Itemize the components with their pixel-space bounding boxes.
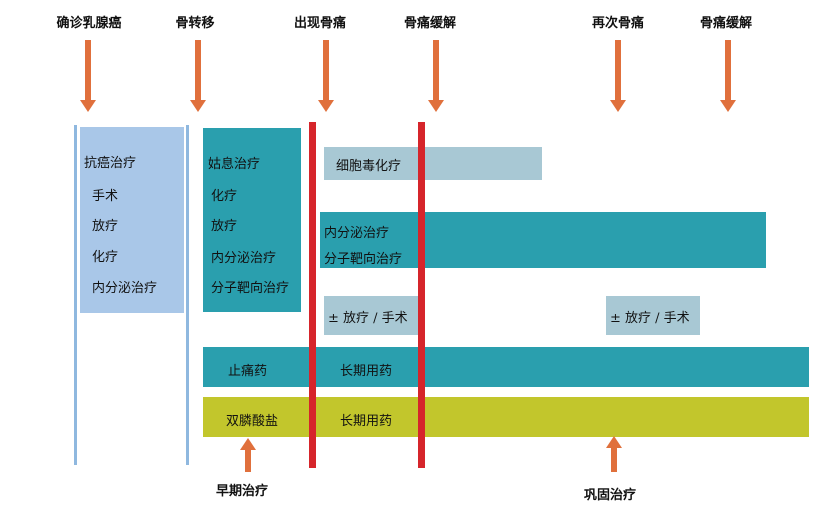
anticancer-panel [80, 127, 184, 313]
event-relief: 骨痛缓解 [403, 16, 456, 31]
endocrine-label: 内分泌治疗 [324, 226, 390, 241]
pain-relief-marker [418, 122, 425, 468]
pain-onset-marker [309, 122, 316, 468]
down-arrow-icon [80, 40, 96, 112]
cytotoxic-bar [324, 147, 542, 180]
palliative-item: 内分泌治疗 [211, 251, 277, 266]
anticancer-item: 手术 [92, 189, 119, 204]
event-metastasis: 骨转移 [175, 16, 215, 31]
palliative-item: 放疗 [211, 219, 238, 234]
bisphosphonate-long-label: 长期用药 [340, 414, 393, 429]
consolidation-treatment-label: 巩固治疗 [584, 488, 637, 503]
radio-surgery-label: ± 放疗 / 手术 [328, 311, 408, 326]
analgesic-bar [203, 347, 809, 387]
radio-surgery-box [324, 296, 418, 335]
palliative-title: 姑息治疗 [208, 157, 261, 172]
radio-surgery-label-2: ± 放疗 / 手术 [610, 311, 690, 326]
timeline-divider [74, 125, 77, 465]
down-arrow-icon [720, 40, 736, 112]
analgesic-long-label: 长期用药 [340, 364, 393, 379]
anticancer-item: 内分泌治疗 [92, 281, 158, 296]
analgesic-label: 止痛药 [228, 364, 268, 379]
down-arrow-icon [318, 40, 334, 112]
palliative-panel [203, 128, 301, 312]
bisphosphonate-bar [203, 397, 809, 437]
up-arrow-icon [606, 436, 622, 472]
timeline-divider [186, 125, 189, 465]
down-arrow-icon [428, 40, 444, 112]
palliative-item: 分子靶向治疗 [211, 281, 290, 296]
down-arrow-icon [190, 40, 206, 112]
radio-surgery-box-2 [606, 296, 700, 335]
anticancer-title: 抗癌治疗 [84, 156, 137, 171]
event-diagnosis: 确诊乳腺癌 [56, 16, 122, 31]
bisphosphonate-label: 双膦酸盐 [226, 414, 279, 429]
event-relief2: 骨痛缓解 [699, 16, 752, 31]
targeted-label: 分子靶向治疗 [324, 252, 403, 267]
early-treatment-label: 早期治疗 [216, 484, 269, 499]
down-arrow-icon [610, 40, 626, 112]
endocrine-targeted-bar [320, 212, 766, 268]
cytotoxic-label: 细胞毒化疗 [336, 159, 402, 174]
anticancer-item: 放疗 [92, 219, 119, 234]
anticancer-item: 化疗 [92, 250, 119, 265]
event-pain: 出现骨痛 [293, 16, 346, 31]
up-arrow-icon [240, 438, 256, 472]
event-recur: 再次骨痛 [591, 16, 644, 31]
palliative-item: 化疗 [211, 189, 238, 204]
